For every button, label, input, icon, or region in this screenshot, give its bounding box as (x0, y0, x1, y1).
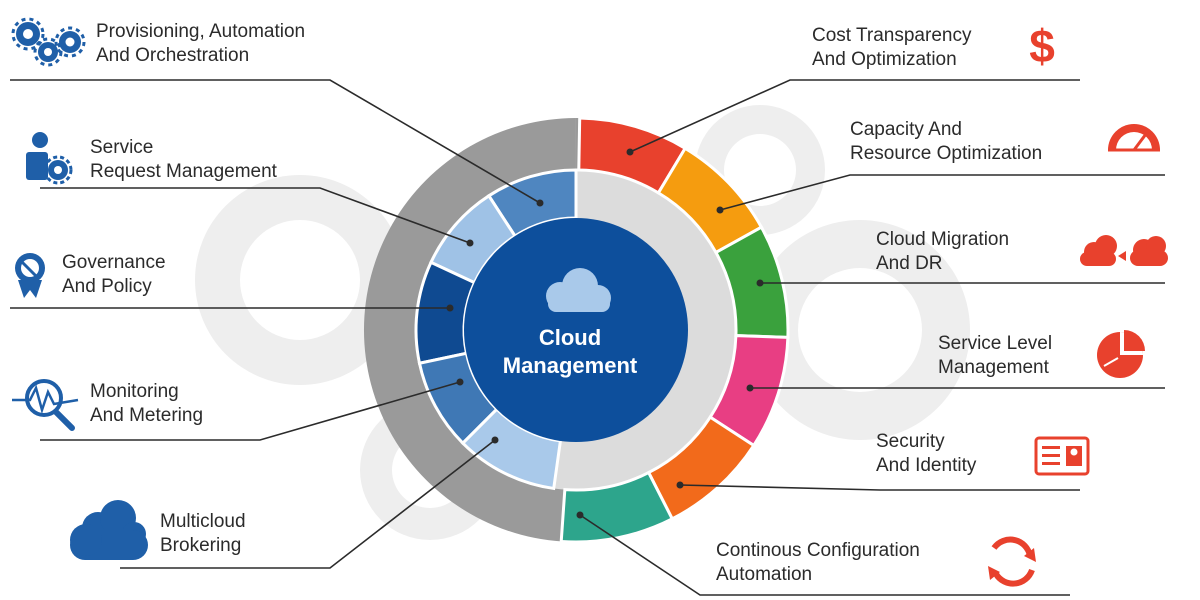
clouds-icon (70, 500, 148, 560)
label-service-level-line1: Service Level (938, 333, 1053, 354)
label-continuous-configuration-line2: Automation (716, 564, 813, 585)
cloud-migration-icon (1080, 235, 1168, 266)
refresh-cycle-icon (988, 536, 1036, 587)
label-cloud-migration: Cloud Migration And DR (876, 228, 1009, 276)
center-circle (464, 218, 688, 442)
label-governance-line2: And Policy (62, 276, 152, 297)
label-cost-transparency-line1: Cost Transparency (812, 25, 972, 46)
label-service-level: Service Level Management (938, 332, 1052, 380)
label-service-level-line2: Management (938, 357, 1049, 378)
leader-dots (446, 148, 764, 519)
inner-ring (414, 168, 578, 491)
label-cost-transparency-line2: And Optimization (812, 49, 957, 70)
service-user-icon (26, 132, 73, 185)
label-governance-line1: Governance (62, 252, 166, 273)
label-security: Security And Identity (876, 430, 976, 478)
magnifier-chart-icon (12, 379, 79, 431)
label-cloud-migration-line1: Cloud Migration (876, 229, 1010, 250)
label-security-line1: Security (876, 431, 945, 452)
gauge-icon (1108, 124, 1160, 152)
label-multicloud-line1: Multicloud (160, 511, 246, 532)
svg-text:$: $ (1029, 20, 1055, 72)
label-continuous-configuration-line1: Continous Configuration (716, 540, 920, 561)
label-monitoring-line2: And Metering (90, 405, 204, 426)
label-monitoring: Monitoring And Metering (90, 380, 203, 428)
label-capacity: Capacity And Resource Optimization (850, 118, 1042, 166)
label-monitoring-line1: Monitoring (90, 381, 179, 402)
label-continuous-configuration: Continous Configuration Automation (716, 539, 920, 587)
label-multicloud: Multicloud Brokering (160, 510, 246, 558)
label-governance: Governance And Policy (62, 251, 166, 299)
label-service-request: Service Request Management (90, 136, 277, 184)
label-cost-transparency: Cost Transparency And Optimization (812, 24, 971, 72)
gears-icon (11, 17, 86, 67)
label-service-request-line1: Service (90, 137, 154, 158)
label-service-request-line2: Request Management (90, 161, 277, 182)
label-provisioning-line2: And Orchestration (96, 45, 250, 66)
label-multicloud-line2: Brokering (160, 535, 242, 556)
outer-segment-6 (559, 470, 675, 544)
label-provisioning-line1: Provisioning, Automation (96, 21, 306, 42)
center-title-line2: Management (502, 353, 638, 378)
label-capacity-line1: Capacity And (850, 119, 962, 140)
governance-badge-icon (15, 253, 45, 298)
label-provisioning: Provisioning, Automation And Orchestrati… (96, 20, 305, 68)
pie-chart-icon (1097, 330, 1145, 378)
label-cloud-migration-line2: And DR (876, 253, 943, 274)
label-security-line2: And Identity (876, 455, 977, 476)
leader-lines (10, 79, 1165, 596)
id-card-icon (1034, 436, 1090, 476)
label-capacity-line2: Resource Optimization (850, 143, 1043, 164)
cloud-icon (546, 268, 611, 312)
center-title-line1: Cloud (538, 325, 602, 350)
dollar-icon: $ (1029, 20, 1055, 72)
